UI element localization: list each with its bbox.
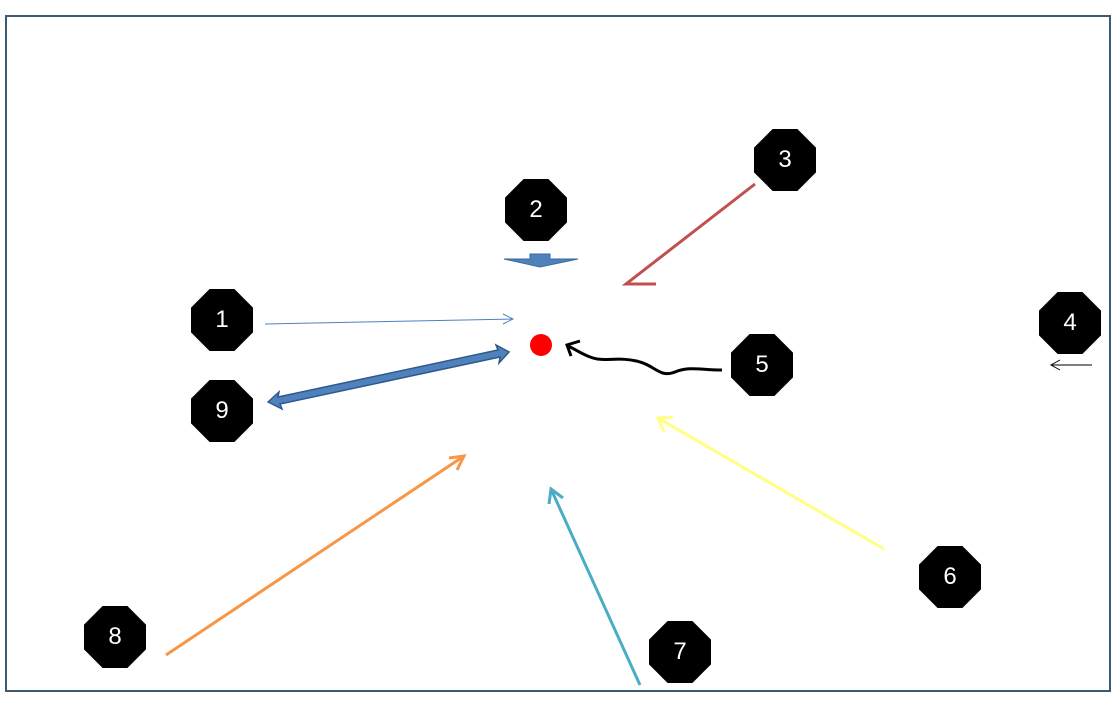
arrow-1	[264, 313, 515, 325]
arrow-5	[565, 339, 723, 376]
label-2: 2	[505, 179, 567, 241]
arrow-8	[165, 454, 467, 657]
diagram-frame	[5, 15, 1111, 692]
label-7: 7	[649, 621, 711, 683]
arrow-9	[266, 343, 511, 411]
label-5: 5	[731, 334, 793, 396]
label-1: 1	[191, 289, 253, 351]
arrow-3	[621, 182, 756, 286]
target-dot	[530, 334, 552, 356]
arrow-7	[547, 486, 642, 686]
label-3: 3	[754, 129, 816, 191]
label-9: 9	[191, 380, 253, 442]
arrow-2	[503, 253, 579, 268]
arrow-4	[1049, 359, 1092, 371]
arrow-6	[655, 415, 885, 551]
label-8: 8	[84, 606, 146, 668]
label-6: 6	[919, 546, 981, 608]
label-4: 4	[1039, 292, 1101, 354]
